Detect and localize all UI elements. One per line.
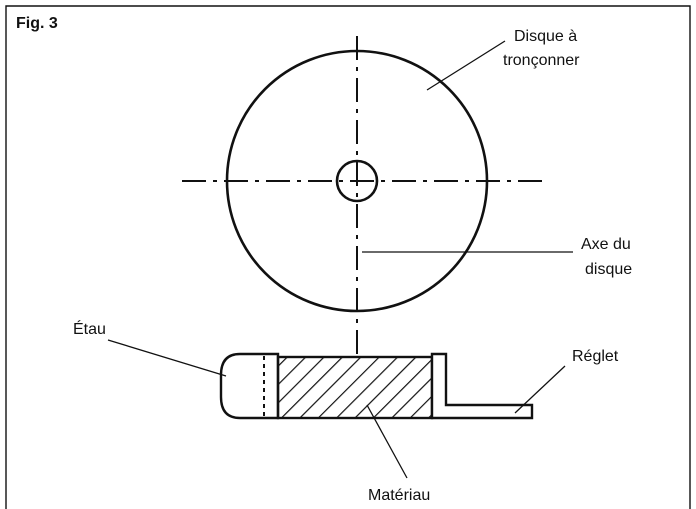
disc-leader-line xyxy=(426,40,506,91)
vise-leader-line xyxy=(107,339,227,377)
material-block xyxy=(276,355,434,420)
vise-label: Étau xyxy=(73,319,106,338)
material-label: Matériau xyxy=(368,487,430,504)
disc-label-line1: Disque à xyxy=(514,28,577,45)
ruler xyxy=(430,352,534,420)
figure-frame xyxy=(5,5,691,509)
vise-jaw xyxy=(219,352,280,420)
axis-label-line1: Axe du xyxy=(581,236,631,253)
disc-center-hole xyxy=(335,159,379,203)
ruler-leader-line xyxy=(514,365,566,414)
figure-title: Fig. 3 xyxy=(16,15,58,32)
disc-label-line2: tronçonner xyxy=(503,52,580,69)
material-leader-line xyxy=(366,404,408,479)
ruler-label: Réglet xyxy=(572,348,619,365)
axis-label-line2: disque xyxy=(585,261,632,278)
